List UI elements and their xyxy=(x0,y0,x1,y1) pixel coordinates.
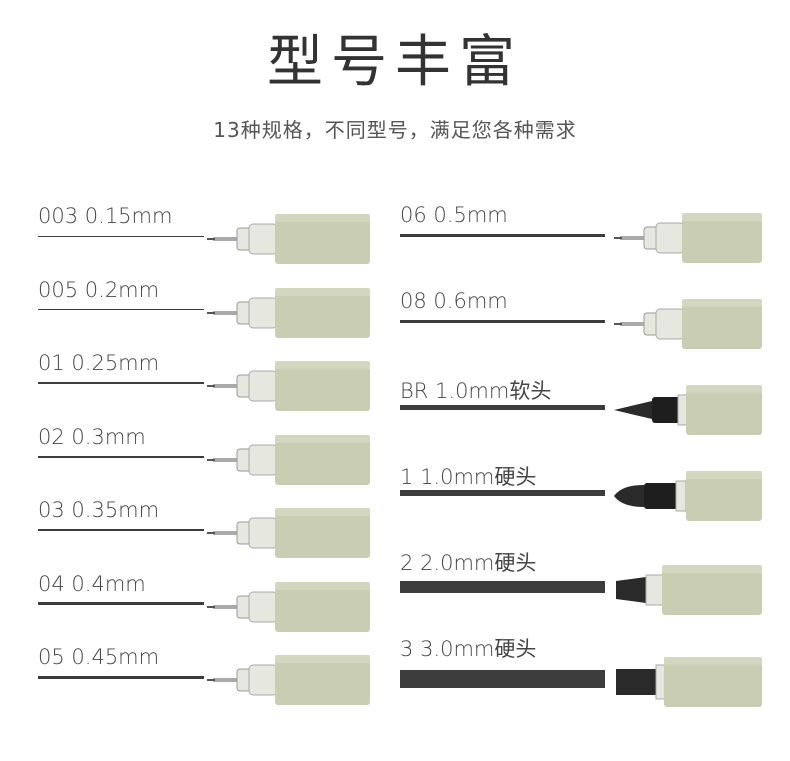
page-title: 型号丰富 xyxy=(267,30,523,95)
pen-image xyxy=(612,655,762,709)
pen-code: 2 xyxy=(400,551,414,575)
ink-stroke-sample xyxy=(38,602,204,605)
pen-image xyxy=(205,653,370,707)
pen-size-label: 3 3.0mm硬头 xyxy=(400,633,536,663)
pen-size: 0.6mm xyxy=(433,289,508,313)
pen-size-label: 05 0.45mm xyxy=(38,645,159,669)
pen-image xyxy=(205,433,370,487)
pen-image xyxy=(205,506,370,560)
pen-size: 1.0mm硬头 xyxy=(420,465,537,489)
pen-code: 08 xyxy=(400,289,427,313)
pen-code: 06 xyxy=(400,203,427,227)
pen-size: 0.15mm xyxy=(84,204,173,228)
pen-size-label: 02 0.3mm xyxy=(38,425,146,449)
pen-image xyxy=(612,211,762,265)
pen-size-label: 2 2.0mm硬头 xyxy=(400,547,536,577)
ink-stroke-sample xyxy=(400,319,605,323)
ink-stroke-sample xyxy=(400,581,605,593)
pen-code: 03 xyxy=(38,498,65,522)
ink-stroke-sample xyxy=(400,670,605,688)
pen-size-label: 03 0.35mm xyxy=(38,498,159,522)
pen-code: 005 xyxy=(38,277,79,302)
pen-code: 3 xyxy=(400,637,414,661)
pen-size: 0.4mm xyxy=(71,571,146,596)
pen-size: 0.3mm xyxy=(71,424,146,449)
pen-image xyxy=(612,563,762,617)
pen-code: 05 xyxy=(38,645,65,669)
pen-code: 02 xyxy=(38,424,65,449)
pen-image xyxy=(205,212,370,266)
pen-code: BR xyxy=(400,379,429,403)
pen-image xyxy=(612,297,762,351)
pen-size: 0.25mm xyxy=(71,351,160,375)
pen-code: 1 xyxy=(400,465,414,489)
ink-stroke-sample xyxy=(38,675,204,679)
ink-stroke-sample xyxy=(400,490,605,496)
pen-image xyxy=(205,286,370,340)
pen-size-label: 06 0.5mm xyxy=(400,203,508,227)
ink-stroke-sample xyxy=(38,308,204,311)
pen-size: 0.35mm xyxy=(71,498,160,522)
pen-size-label: 003 0.15mm xyxy=(38,204,172,228)
page-subtitle: 13种规格，不同型号，满足您各种需求 xyxy=(213,118,577,142)
pen-image xyxy=(205,580,370,634)
pen-size-label: 08 0.6mm xyxy=(400,289,508,313)
ink-stroke-sample xyxy=(38,528,204,532)
pen-size: 0.45mm xyxy=(71,645,160,669)
pen-image xyxy=(612,383,762,437)
ink-stroke-sample xyxy=(38,455,204,458)
pen-size-label: 01 0.25mm xyxy=(38,351,159,375)
pen-code: 01 xyxy=(38,351,65,375)
ink-stroke-sample xyxy=(38,235,204,237)
pen-size: 1.0mm软头 xyxy=(435,379,552,403)
pen-code: 003 xyxy=(38,204,79,228)
pen-size: 3.0mm硬头 xyxy=(420,637,537,661)
pen-size: 0.5mm xyxy=(433,203,508,227)
pen-image xyxy=(612,469,762,523)
ink-stroke-sample xyxy=(400,233,605,237)
pen-size: 2.0mm硬头 xyxy=(420,551,537,575)
ink-stroke-sample xyxy=(38,382,204,384)
ink-stroke-sample xyxy=(400,404,605,410)
pen-size-label: BR 1.0mm软头 xyxy=(400,375,551,405)
pen-size: 0.2mm xyxy=(84,277,160,302)
pen-size-label: 04 0.4mm xyxy=(38,572,146,596)
pen-code: 04 xyxy=(38,571,65,596)
pen-size-label: 005 0.2mm xyxy=(38,278,159,302)
pen-size-label: 1 1.0mm硬头 xyxy=(400,461,536,491)
pen-image xyxy=(205,359,370,413)
